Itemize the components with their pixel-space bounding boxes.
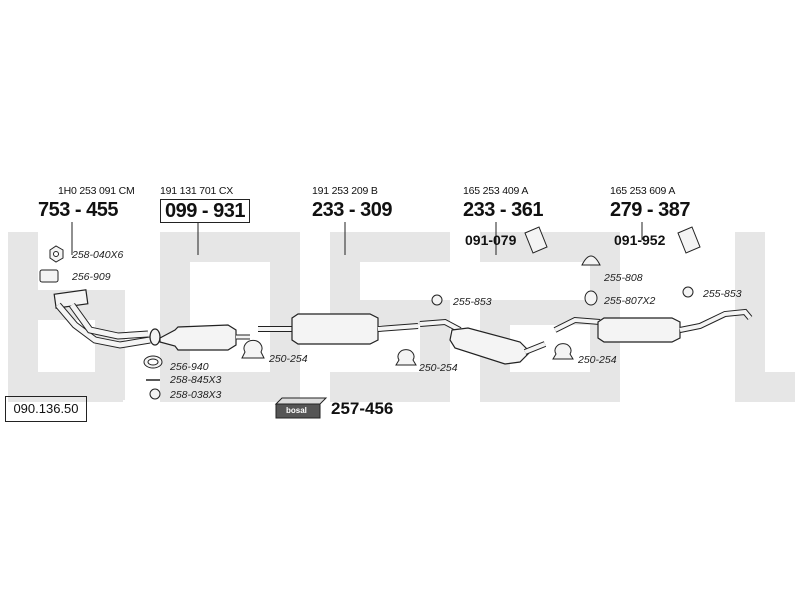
rear-silencer-1	[419, 318, 547, 365]
accessory-label: 258-038X3	[170, 389, 222, 401]
kit-number: 257-456	[331, 399, 394, 418]
part-number: 279 - 387	[610, 199, 691, 221]
front-pipe	[53, 289, 161, 349]
part-number: 753 - 455	[38, 199, 119, 221]
clamp-icon	[552, 343, 574, 360]
accessory-label: 256-909	[72, 271, 111, 283]
accessory-label: 255-853	[453, 296, 492, 308]
kit-brand: bosal	[286, 406, 307, 415]
rear-silencer-2	[553, 308, 753, 343]
part-number: 233 - 309	[312, 199, 393, 221]
rubber-mount-icon	[584, 290, 598, 306]
accessory-label: 255-807X2	[604, 295, 656, 307]
accessory-icons	[39, 226, 701, 400]
oe-number: 165 253 609 A	[610, 185, 676, 197]
oe-number: 191 253 209 B	[312, 185, 378, 197]
middle-silencer	[258, 313, 419, 345]
accessory-label: 258-040X6	[72, 249, 124, 261]
part-number: 099 - 931	[160, 199, 251, 223]
part-number: 233 - 361	[463, 199, 544, 221]
rubber-mount-icon	[431, 294, 443, 306]
flange-gasket-icon	[39, 269, 59, 283]
oe-number: 165 253 409 A	[463, 185, 529, 197]
accessory-label: 250-254	[269, 353, 308, 365]
spring-nut-icon	[149, 388, 161, 400]
reference-number: 090.136.50	[5, 396, 87, 422]
accessory-label: 255-853	[703, 288, 742, 300]
assembly-part-number: 091-952	[614, 232, 666, 248]
rubber-mount-icon	[682, 286, 694, 298]
kit-box-icon	[274, 397, 328, 419]
leader-lines	[71, 222, 643, 255]
accessory-label: 250-254	[419, 362, 458, 374]
oe-number: 1H0 253 091 CM	[58, 185, 135, 197]
oe-number: 191 131 701 CX	[160, 185, 234, 197]
clamp-icon	[241, 339, 265, 359]
watermark-logo	[8, 232, 795, 402]
hanger-icon	[581, 255, 601, 266]
bracket-icon	[677, 226, 701, 254]
clamp-icon	[395, 349, 417, 366]
accessory-label: 258-845X3	[170, 374, 222, 386]
accessory-label: 255-808	[604, 272, 643, 284]
catalytic-converter	[159, 324, 250, 351]
bracket-icon	[524, 226, 548, 254]
assembly-part-number: 091-079	[465, 232, 517, 248]
accessory-label: 256-940	[170, 361, 209, 373]
accessory-label: 250-254	[578, 354, 617, 366]
